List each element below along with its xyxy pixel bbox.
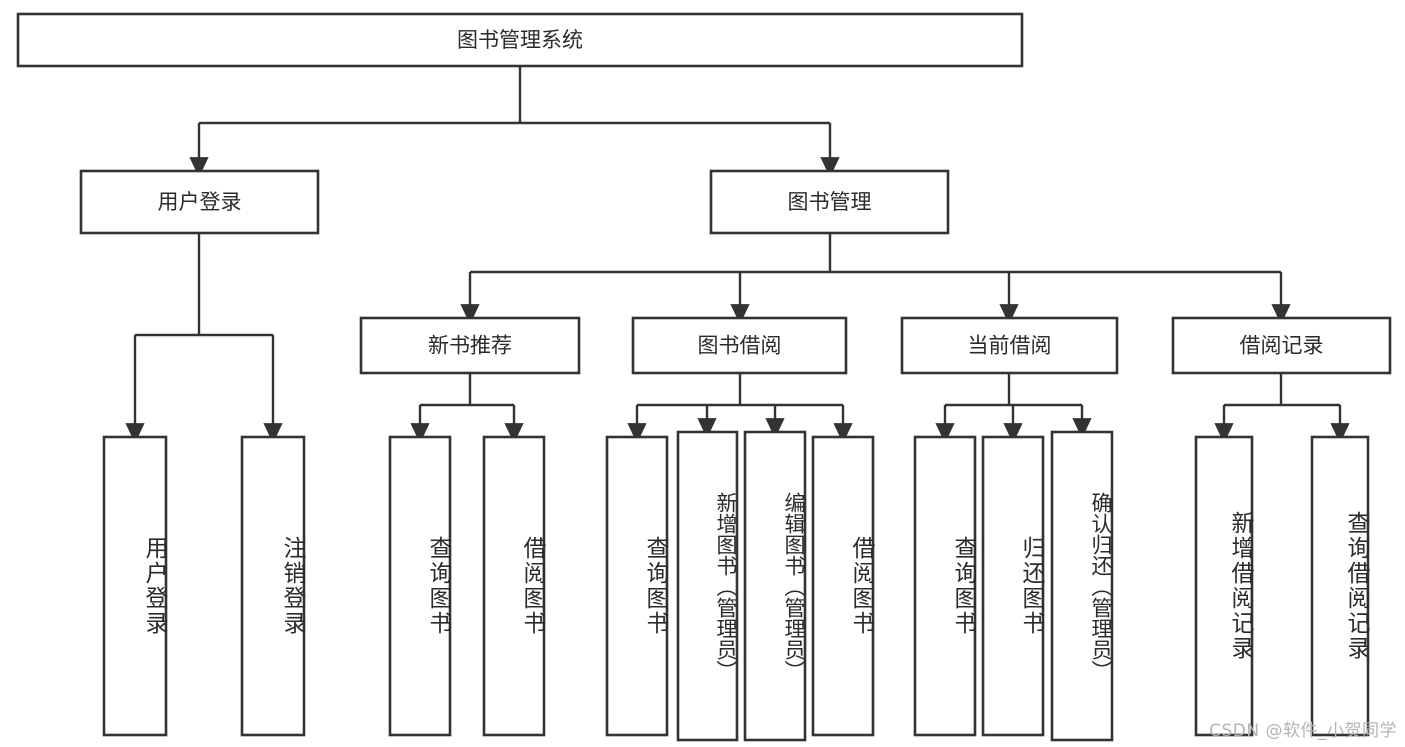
watermark-text: CSDN @软件_小贺同学	[1209, 721, 1397, 741]
node-box-leaf-borrow-book-bb[interactable]	[811, 435, 875, 737]
node-label-user-login: 用户登录	[158, 190, 242, 214]
node-label-root: 图书管理系统	[457, 28, 583, 52]
node-box-leaf-add-record[interactable]	[1194, 435, 1254, 737]
node-box-leaf-query-record[interactable]	[1310, 435, 1370, 737]
node-box-borrow-record[interactable]	[1171, 316, 1392, 375]
node-label-book-manage: 图书管理	[788, 190, 872, 214]
node-box-book-borrow[interactable]	[631, 316, 848, 375]
node-label-book-borrow: 图书借阅	[698, 334, 782, 358]
node-box-leaf-query-book-cb[interactable]	[913, 435, 977, 737]
node-box-leaf-confirm-return-admin[interactable]	[1050, 430, 1114, 742]
node-box-user-login[interactable]	[79, 169, 320, 235]
node-layer	[16, 12, 1392, 742]
node-box-leaf-add-book-admin[interactable]	[676, 430, 739, 742]
node-box-leaf-query-book-rec[interactable]	[388, 435, 452, 737]
node-box-new-book-rec[interactable]	[359, 316, 581, 375]
node-box-leaf-user-login[interactable]	[102, 435, 168, 737]
node-label-current-borrow: 当前借阅	[968, 334, 1052, 358]
node-label-borrow-record: 借阅记录	[1240, 334, 1324, 358]
node-box-book-manage[interactable]	[709, 169, 950, 235]
node-box-leaf-return-book[interactable]	[981, 435, 1045, 737]
node-box-leaf-logout[interactable]	[240, 435, 306, 737]
node-label-new-book-rec: 新书推荐	[428, 334, 512, 358]
node-box-leaf-query-book-bb[interactable]	[605, 435, 669, 737]
node-box-leaf-borrow-book-rec[interactable]	[482, 435, 546, 737]
node-box-current-borrow[interactable]	[900, 316, 1119, 375]
node-box-leaf-edit-book-admin[interactable]	[743, 430, 807, 742]
connector-layer	[125, 66, 1350, 444]
node-box-root[interactable]	[16, 12, 1024, 68]
